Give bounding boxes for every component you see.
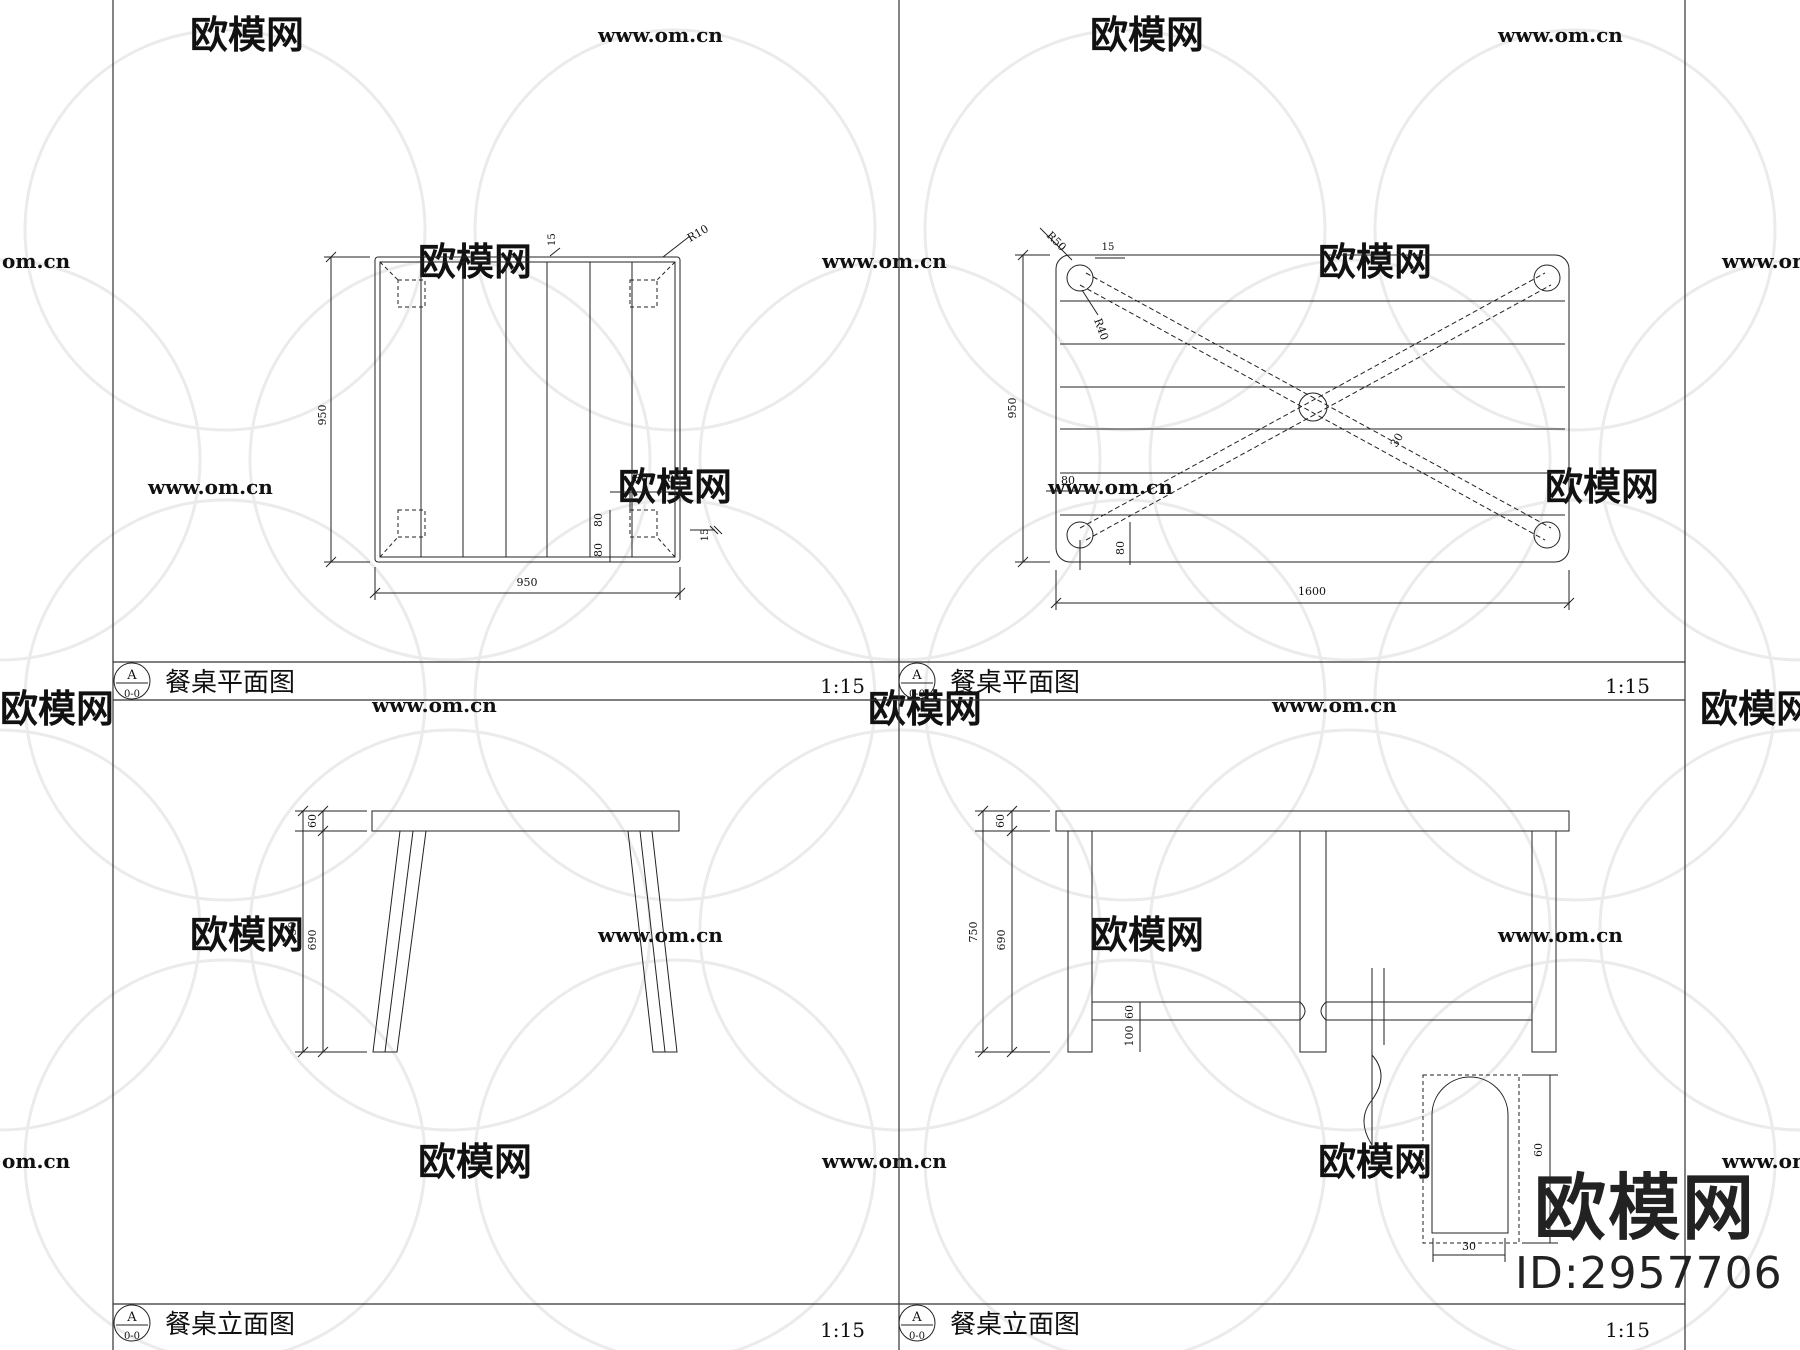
leg-right — [1531, 830, 1557, 1053]
dim-top: 60 — [994, 814, 1007, 828]
left-leg — [372, 830, 427, 1053]
watermark-url: www.om.cn — [597, 923, 723, 947]
dim-radius: R10 — [685, 222, 711, 244]
section-symbol-top: A — [126, 1310, 137, 1325]
title-block-4: A 0-0 餐桌立面图 1:15 — [898, 1304, 1650, 1342]
section-symbol-top: A — [911, 1310, 922, 1325]
tabletop — [371, 810, 680, 832]
panel-title: 餐桌立面图 — [165, 1310, 295, 1340]
dim-rail-height: 100 — [1123, 1026, 1136, 1047]
dim-leg: 690 — [995, 930, 1008, 951]
section-symbol-top: A — [911, 668, 922, 683]
dim-rail: 60 — [1123, 1005, 1136, 1019]
watermark-url: www.om.cn — [1721, 1149, 1800, 1173]
dim-leg-y: 80 — [1114, 541, 1127, 555]
legs-dashed — [379, 261, 676, 558]
sheet-frame — [112, 0, 1686, 1350]
dim-top: 60 — [306, 814, 319, 828]
dim-width: 1600 — [1298, 585, 1326, 598]
dim-gap-small: 15 — [700, 529, 711, 542]
panel-1-plan-square-table: 950 950 15 R10 80 60 80 80 15 — [316, 222, 723, 600]
watermark-brand: 欧模网 — [1700, 686, 1800, 731]
dim-height: 950 — [316, 405, 329, 426]
leg-left — [1067, 830, 1093, 1053]
watermark-brand: 欧模网 — [1090, 912, 1204, 957]
title-block-1: A 0-0 餐桌平面图 1:15 — [113, 662, 865, 700]
rail-section-outline — [1422, 1074, 1520, 1244]
dim-detail-w: 30 — [1462, 1240, 1476, 1253]
dim-leg-x: 80 — [1061, 474, 1075, 487]
watermark-brand: 欧模网 — [1318, 1139, 1432, 1184]
watermark-brand: 欧模网 — [0, 686, 114, 731]
dim-gap: 15 — [1102, 242, 1115, 253]
panel-title: 餐桌平面图 — [165, 668, 295, 698]
watermark-circles — [0, 28, 1800, 1350]
leg-middle — [1299, 830, 1327, 1053]
brand-overlay: 欧模网 ID:2957706 — [1515, 1166, 1783, 1300]
dim-leg-b: 60 — [660, 472, 674, 485]
watermark-brand: 欧模网 — [1545, 464, 1659, 509]
panel-3-elevation-square-table: 60 750 690 — [286, 805, 680, 1058]
title-block-3: A 0-0 餐桌立面图 1:15 — [113, 1304, 865, 1342]
watermark-url: www.om.cn — [1721, 249, 1800, 273]
watermark-brand: 欧模网 — [190, 912, 304, 957]
tabletop — [1055, 810, 1570, 832]
dim-gap: 15 — [547, 233, 558, 246]
watermark-brand: 欧模网 — [1318, 239, 1432, 284]
section-symbol-bottom: 0-0 — [124, 689, 140, 700]
section-symbol-bottom: 0-0 — [909, 1331, 925, 1342]
rail-section-profile — [1431, 1076, 1509, 1234]
watermark-url: www.om.cn — [1497, 923, 1623, 947]
model-id: ID:2957706 — [1515, 1248, 1783, 1299]
dim-brace: 30 — [1388, 431, 1406, 450]
section-symbol-bottom: 0-0 — [124, 1331, 140, 1342]
watermark-url: www.om.cn — [821, 1149, 947, 1173]
watermark-brand: 欧模网 — [190, 12, 304, 57]
watermark-url: om.cn — [2, 249, 71, 273]
title-block-2: A 0-0 餐桌平面图 1:15 — [898, 662, 1650, 700]
dim-radius: R50 — [1044, 229, 1069, 254]
dim-width: 950 — [517, 576, 538, 589]
watermark-url: om.cn — [2, 1149, 71, 1173]
panel-title: 餐桌立面图 — [950, 1310, 1080, 1340]
panel-scale: 1:15 — [1605, 1318, 1650, 1342]
panel-scale: 1:15 — [820, 674, 865, 698]
dim-total: 750 — [286, 922, 299, 943]
section-symbol-top: A — [126, 668, 137, 683]
watermark-url: www.om.cn — [1497, 23, 1623, 47]
watermark-brand: 欧模网 — [1090, 12, 1204, 57]
dim-leg-d: 80 — [592, 543, 605, 557]
watermark-url: www.om.cn — [821, 249, 947, 273]
watermark-url: www.om.cn — [1271, 693, 1397, 717]
panel-title: 餐桌平面图 — [950, 668, 1080, 698]
tabletop-outline — [374, 256, 681, 563]
watermark-brand: 欧模网 — [418, 1139, 532, 1184]
panel-2-plan-rect-table: R50 15 R40 950 30 80 80 1600 — [1006, 227, 1575, 610]
section-symbol-bottom: 0-0 — [909, 689, 925, 700]
dim-total: 750 — [967, 922, 980, 943]
watermark-url: www.om.cn — [1047, 475, 1173, 499]
dim-detail-h: 60 — [1532, 1143, 1545, 1157]
dim-leg-a: 80 — [634, 472, 648, 485]
dim-hole-radius: R40 — [1091, 317, 1111, 342]
dim-leg-c: 80 — [592, 513, 605, 527]
panel-scale: 1:15 — [820, 1318, 865, 1342]
watermark-url: www.om.cn — [147, 475, 273, 499]
watermarks: 欧模网 www.om.cn 欧模网 www.om.cn om.cn 欧模网 ww… — [0, 12, 1800, 1184]
watermark-url: www.om.cn — [597, 23, 723, 47]
right-leg — [627, 830, 678, 1053]
dim-leg: 690 — [306, 930, 319, 951]
panel-4-elevation-rect-table: 60 750 690 60 100 60 30 — [967, 805, 1570, 1262]
dim-height: 950 — [1006, 398, 1019, 419]
watermark-brand: 欧模网 — [868, 686, 982, 731]
brand-logo: 欧模网 — [1533, 1166, 1756, 1250]
tabletop-outline — [1055, 254, 1570, 563]
watermark-url: www.om.cn — [371, 693, 497, 717]
x-brace-dashed — [1079, 272, 1552, 541]
panel-scale: 1:15 — [1605, 674, 1650, 698]
